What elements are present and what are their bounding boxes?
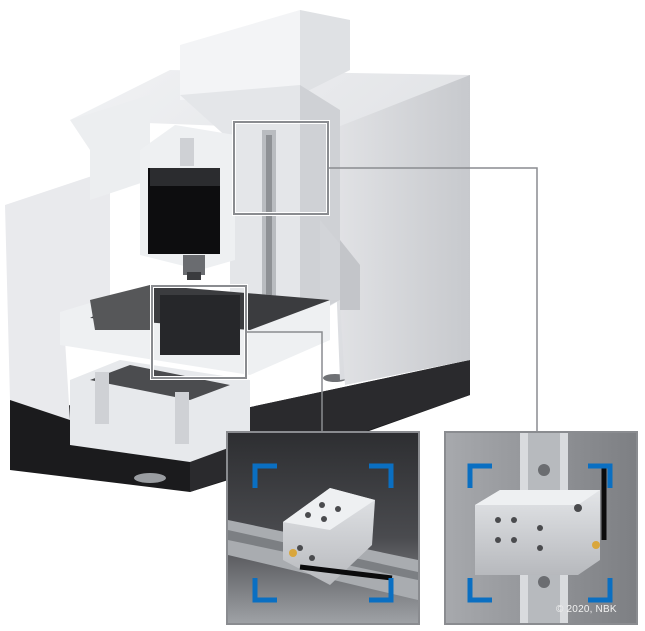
inset-vertical-rail: [444, 431, 638, 625]
inset-horizontal-rail: [226, 431, 420, 625]
copyright-notice: © 2020, NBK: [556, 604, 617, 615]
callout-leader-lines: [246, 167, 538, 432]
focus-brackets-left: [252, 463, 394, 603]
focus-brackets-right: [467, 463, 613, 603]
machine-enclosure: [5, 10, 470, 420]
spindle-head: [140, 125, 235, 280]
